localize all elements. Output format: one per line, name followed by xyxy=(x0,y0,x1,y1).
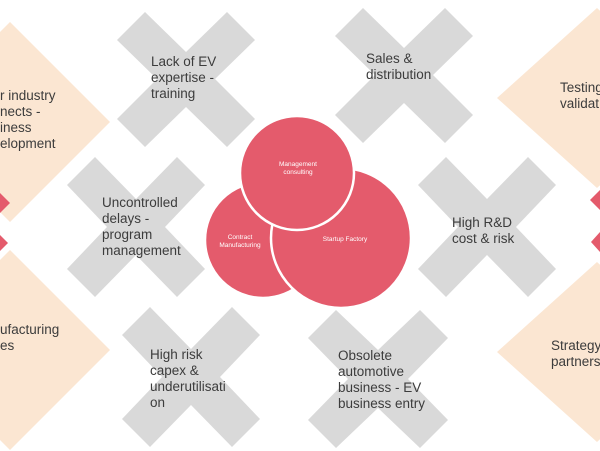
accent-mark-left xyxy=(0,193,10,251)
tile-shape xyxy=(0,22,110,222)
circle-label-contract-manufacturing: Contract Manufacturing xyxy=(219,234,261,249)
circle-label-management-consulting: Management consulting xyxy=(279,161,317,176)
tile-label-obsolete-automotive: Obsolete automotive business - EV busine… xyxy=(338,348,426,411)
circle-label-startup-factory: Startup Factory xyxy=(322,236,368,243)
tile-shape xyxy=(122,307,260,447)
circle-management-consulting xyxy=(238,114,356,232)
tile-label-sales-distribution: Sales & distribution xyxy=(366,51,432,82)
tile-label-manufacturing: ufacturing es xyxy=(0,322,60,353)
tile-label-industry-connects: r industry nects - iness elopment xyxy=(0,88,56,151)
accent-mark-right xyxy=(590,190,600,252)
tile-label-lack-of-ev-expertise: Lack of EV expertise - training xyxy=(151,54,217,101)
tile-label-high-rnd-cost: High R&D cost & risk xyxy=(452,215,515,246)
tile-label-testing-validation: Testing validat xyxy=(560,80,600,111)
tile-shape xyxy=(418,157,556,297)
tile-shape xyxy=(308,310,448,448)
tile-shape xyxy=(497,262,600,442)
tile-shape xyxy=(0,250,110,450)
tile-shape xyxy=(335,8,473,143)
tile-shape xyxy=(117,12,255,147)
tile-label-uncontrolled-delays: Uncontrolled delays - program management xyxy=(102,195,181,258)
tile-shape xyxy=(67,157,205,297)
tile-label-high-risk-capex: High risk capex & underutilisati on xyxy=(150,347,226,410)
tile-shape xyxy=(497,8,600,188)
tile-label-strategy-partners: Strategy partners xyxy=(551,338,600,369)
